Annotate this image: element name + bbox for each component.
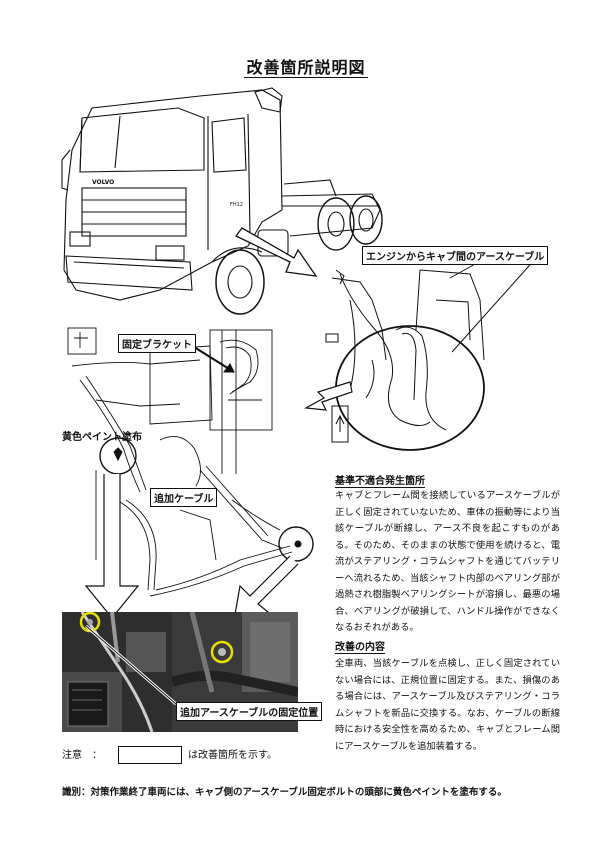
legend-note: 注意 ： は改善箇所を示す。: [62, 746, 277, 764]
note-suffix: は改善箇所を示す。: [188, 750, 277, 761]
identification-note: 識別：対策作業終了車両には、キャブ側のアースケーブル固定ボルトの頭部に黄色ペイン…: [62, 787, 507, 798]
door-badge: FH12: [230, 202, 243, 208]
label-yellow-paint: 黄色ペイント塗布: [62, 432, 142, 443]
improvement-heading: 改善の内容: [335, 642, 385, 654]
page-title: 改善箇所説明図: [244, 58, 368, 78]
grille-badge: VOLVO: [92, 179, 114, 186]
arrow-left-icon: [304, 381, 353, 411]
legend-box: [118, 746, 182, 764]
nonconformity-heading: 基準不適合発生箇所: [335, 476, 425, 488]
photo-left: [62, 612, 172, 732]
detail-circle: [325, 257, 487, 451]
improvement-body: 全車両、当該ケーブルを点検し、正しく固定されていない場合には、正規位置に固定する…: [335, 658, 560, 752]
highlight-circle-right: [278, 526, 314, 562]
label-added-cable: 追加ケーブル: [150, 488, 218, 507]
label-bracket: 固定ブラケット: [118, 334, 196, 353]
label-earth-cable: エンジンからキャブ間のアースケーブル: [362, 246, 549, 265]
truck-illustration: [61, 87, 383, 315]
leader-line: [451, 257, 537, 353]
arrow-icon: [235, 227, 318, 277]
chassis-drawing: [67, 327, 293, 597]
note-prefix: 注意 ：: [62, 750, 102, 761]
nonconformity-body: キャブとフレーム間を接続しているアースケーブルが正しく固定されていないため、車体…: [335, 490, 560, 633]
label-added-earth-position: 追加アースケーブルの固定位置: [176, 702, 323, 721]
